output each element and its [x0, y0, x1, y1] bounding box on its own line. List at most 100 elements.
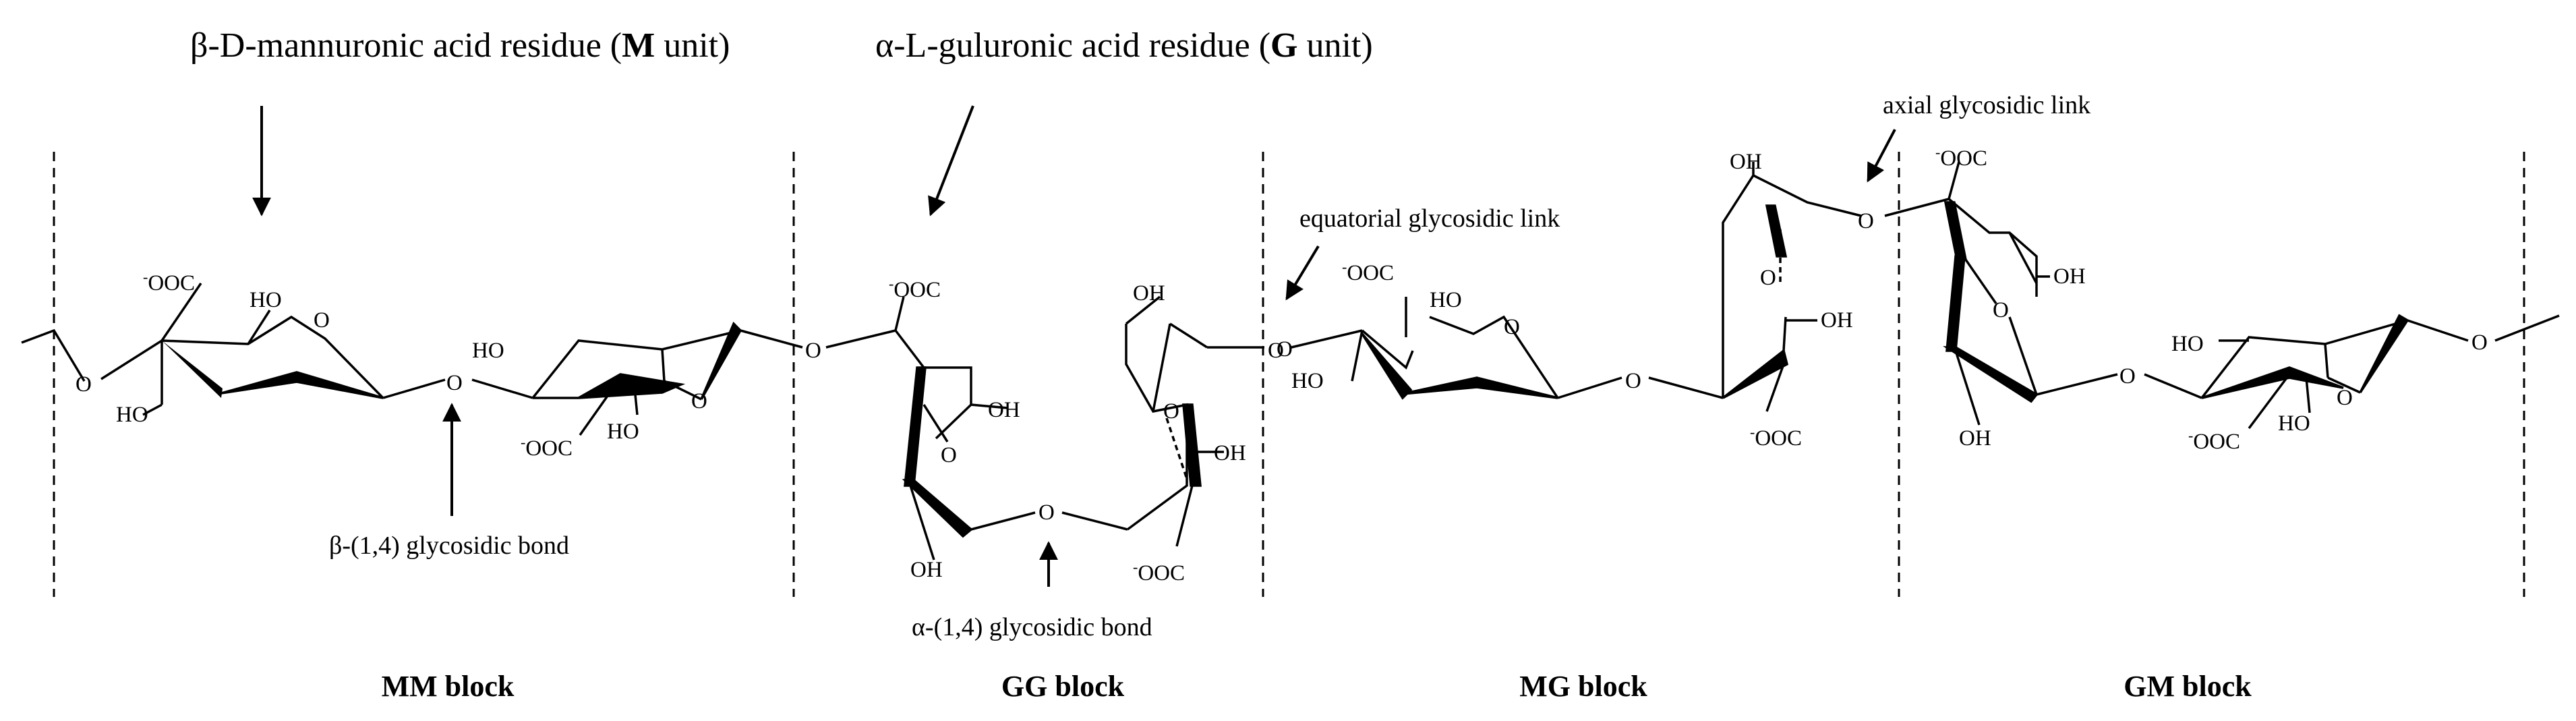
substituent-bond [909, 485, 935, 560]
ring-bond [1125, 324, 1188, 531]
substituent-bond [1351, 330, 1364, 382]
atom-label: O [1504, 315, 1520, 339]
chain-bond [2494, 314, 2560, 342]
substituent-bond [633, 380, 639, 415]
ring-bond [2008, 316, 2038, 395]
glycosidic-bond [1884, 198, 1950, 217]
atom-label: O [1038, 500, 1055, 525]
atom-label: O [1858, 209, 1874, 233]
ring-bond [1169, 322, 1208, 349]
ring-wedge-bond [1945, 255, 1966, 352]
glycosidic-bond [382, 378, 446, 399]
substituent-bond [2305, 377, 2311, 413]
atom-label: OH [1959, 426, 1991, 451]
gm-block-label: GM block [2124, 670, 2252, 703]
atom-label: O [1993, 298, 2009, 322]
atom-label: -OOC [2188, 427, 2240, 454]
block-dividers [53, 152, 2525, 597]
m-unit-heading: β-D-mannuronic acid residue (M unit) [190, 26, 730, 65]
atom-label: OH [1821, 308, 1853, 333]
gg-block-atoms: -OOC O OH O OH OH O OH -OOC O [889, 275, 1284, 585]
atom-label: HO [2278, 411, 2310, 436]
ring-bond [1782, 316, 1787, 351]
atom-label: HO [472, 339, 504, 363]
ring-bond [100, 315, 384, 399]
g-unit-heading: α-L-guluronic acid residue (G unit) [875, 26, 1373, 65]
substituent-bond [1948, 161, 1960, 200]
atom-label: -OOC [143, 268, 195, 295]
atom-label: OH [2053, 264, 2086, 289]
ring-wedge-bond [902, 479, 973, 538]
glycosidic-bond [1061, 511, 1128, 531]
atom-label: OH [1133, 281, 1165, 306]
glycosidic-bond [471, 378, 533, 399]
atom-label: O [2119, 364, 2136, 388]
atom-label: O [2337, 386, 2353, 410]
atom-label: O [941, 443, 957, 467]
substituent-bond [142, 403, 163, 416]
atom-label: HO [1291, 369, 1324, 393]
ring-bond [1152, 323, 1171, 412]
atom-label: O [1625, 369, 1641, 393]
atom-label: O [805, 339, 821, 363]
ring-wedge-bond [1722, 348, 1789, 399]
gg-block-structure [825, 295, 1224, 560]
substituent-bond [894, 296, 905, 331]
annotation-arrows [252, 105, 1896, 587]
gg-block-label: GG block [1001, 670, 1125, 703]
gm-block-structure [1884, 161, 2560, 430]
mm-block-structure [21, 283, 803, 436]
atom-label: -OOC [1750, 424, 1802, 451]
ring-wedge-bond [221, 371, 384, 399]
ring-wedge-bond [1402, 376, 1558, 399]
ring-bond [2324, 343, 2329, 378]
ring-wedge-bond [1765, 204, 1788, 258]
atom-label: O [691, 389, 707, 413]
ring-bond [531, 329, 741, 399]
ring-bond [1361, 329, 1414, 370]
substituent-bond [579, 376, 622, 436]
atom-label: -OOC [889, 275, 941, 302]
atom-label: O [76, 372, 92, 397]
substituent-bond [1954, 350, 1981, 426]
atom-label: HO [250, 288, 282, 312]
ring-bond [2200, 319, 2408, 399]
substituent-bond [970, 403, 1009, 409]
atom-label: HO [607, 420, 639, 444]
atom-label: OH [910, 558, 943, 582]
glycosidic-bond [2407, 319, 2469, 342]
glycosidic-bond [740, 329, 803, 349]
atom-label: OH [1730, 150, 1762, 174]
chain-bond [21, 328, 86, 382]
g-unit-arrow [928, 105, 974, 217]
axial-link-arrow [1867, 129, 1896, 183]
substituent-bond [160, 283, 202, 341]
beta-glycosidic-bond-note: β-(1,4) glycosidic bond [329, 531, 569, 560]
gm-block-atoms: -OOC O OH OH O HO O -OOC HO O [1935, 144, 2488, 454]
substituent-bond [1175, 485, 1194, 547]
ring-bond [2008, 232, 2038, 284]
ring-bond [1722, 173, 1862, 398]
atom-label: HO [116, 403, 148, 427]
atom-label: -OOC [1342, 258, 1394, 285]
atom-label: -OOC [1133, 558, 1185, 585]
substituent-bond [1125, 295, 1161, 325]
ring-bond [661, 349, 666, 382]
ring-bond [2327, 376, 2361, 394]
atom-label: OH [1214, 441, 1246, 465]
equatorial-link-arrow [1285, 245, 1320, 301]
ring-bond [894, 329, 972, 405]
ring-bond [1429, 315, 1559, 399]
ring-wedge-bond [578, 373, 686, 399]
atom-label: O [1760, 266, 1776, 290]
alpha-glycosidic-bond-note: α-(1,4) glycosidic bond [912, 613, 1152, 641]
glycosidic-bond [2036, 373, 2118, 396]
atom-label: OH [988, 398, 1020, 422]
atom-label: HO [1430, 288, 1462, 312]
atom-label: O [446, 371, 463, 395]
glycosidic-bond [825, 329, 896, 349]
mm-block-atoms: O HO -OOC HO O O HO -OOC HO O O [76, 268, 821, 461]
equatorial-link-note: equatorial glycosidic link [1299, 204, 1560, 233]
